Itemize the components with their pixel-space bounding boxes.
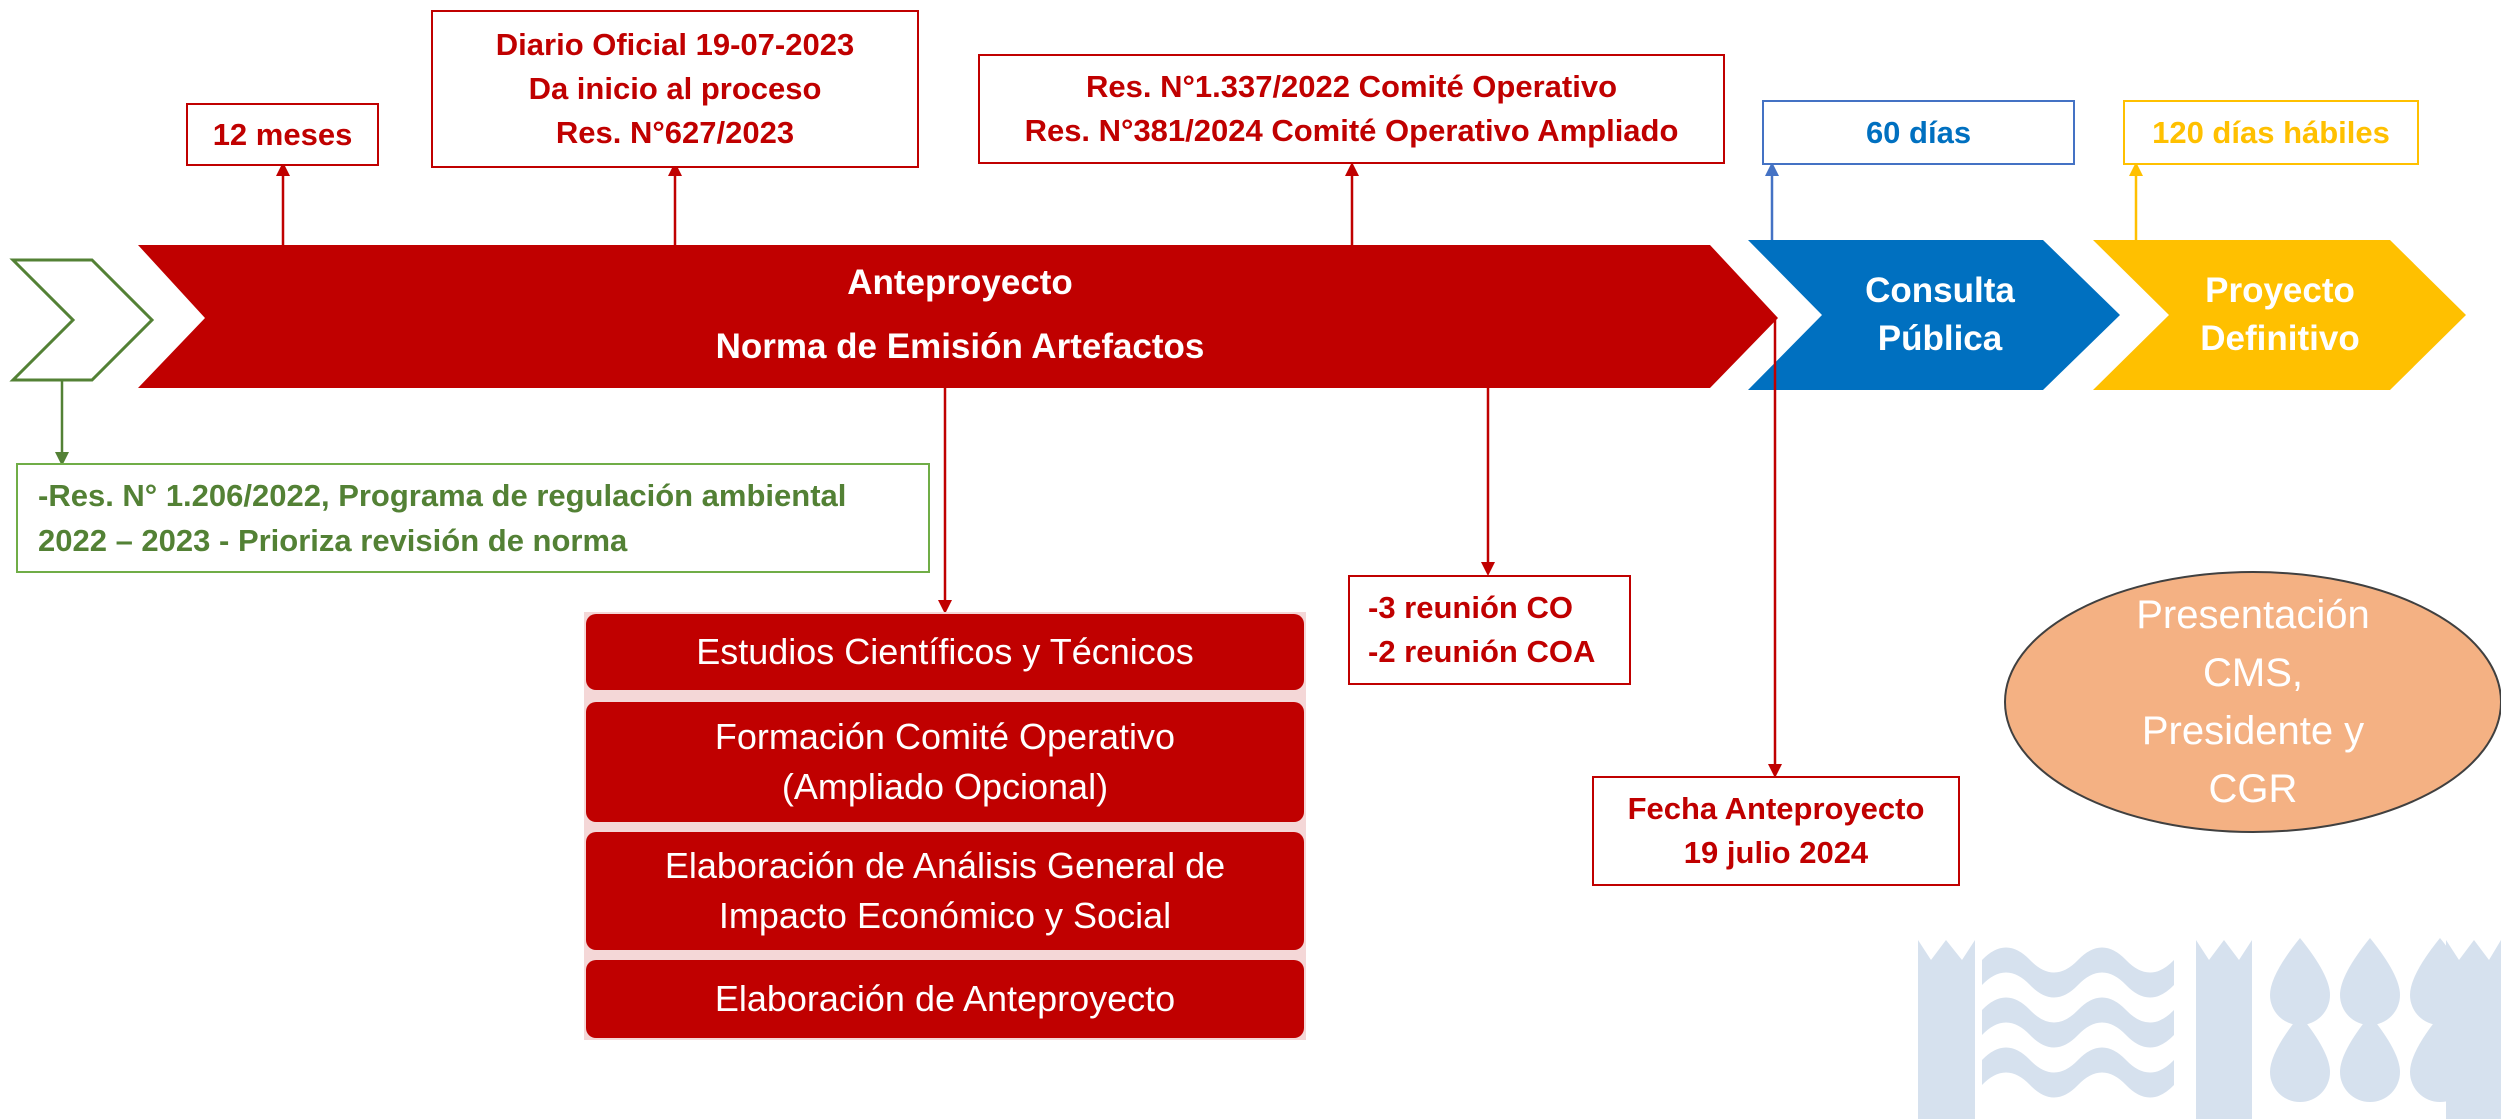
stack-item-analisis-line-2: Impacto Económico y Social (718, 895, 1172, 936)
ellipse-text: Presentación CMS, Presidente y CGR (2005, 572, 2501, 832)
proyecto-label: Proyecto Definitivo (2160, 255, 2400, 375)
anteproyecto-band (138, 245, 1778, 388)
fecha-line-2: 19 julio 2024 (1683, 835, 1869, 870)
programa-line-1: -Res. N° 1.206/2022, Programa de regulac… (38, 478, 847, 513)
stack-item-analisis: Elaboración de Análisis General de Impac… (586, 832, 1304, 950)
stack-item-estudios-text: Estudios Científicos y Técnicos (696, 631, 1194, 672)
diario-line-1: Diario Oficial 19-07-2023 (495, 27, 855, 62)
diario-line-3: Res. N°627/2023 (555, 115, 795, 150)
stack-item-formacion: Formación Comité Operativo (Ampliado Opc… (586, 702, 1304, 822)
consulta-line-2: Pública (1877, 319, 2003, 358)
proyecto-band (2093, 240, 2466, 390)
consulta-label: Consulta Pública (1820, 255, 2060, 375)
programa-line-2: 2022 – 2023 - Prioriza revisión de norma (38, 523, 628, 558)
logo-watermark (1918, 938, 2501, 1119)
proyecto-line-1: Proyecto (2205, 271, 2355, 310)
stack-item-elaboracion-text: Elaboración de Anteproyecto (714, 978, 1176, 1019)
res-comite-line-2: Res. N°381/2024 Comité Operativo Ampliad… (1024, 113, 1679, 148)
stack-item-formacion-line-2: (Ampliado Opcional) (781, 766, 1109, 807)
meses-text: 12 meses (212, 116, 353, 152)
anteproyecto-line-2: Norma de Emisión Artefactos (715, 327, 1205, 366)
proyecto-line-2: Definitivo (2200, 319, 2360, 358)
anteproyecto-label: Anteproyecto Norma de Emisión Artefactos (560, 250, 1360, 380)
start-chevron (9, 258, 155, 382)
fecha-line-1: Fecha Anteproyecto (1627, 791, 1925, 826)
ellipse-line-2: CMS, (2203, 651, 2303, 695)
stack-item-elaboracion: Elaboración de Anteproyecto (586, 960, 1304, 1038)
ellipse-line-1: Presentación (2136, 593, 2370, 637)
stack-item-estudios: Estudios Científicos y Técnicos (586, 614, 1304, 690)
consulta-band (1748, 240, 2120, 390)
stack-item-analisis-line-1: Elaboración de Análisis General de (664, 845, 1226, 886)
ellipse-line-4: CGR (2208, 767, 2298, 811)
diario-line-2: Da inicio al proceso (528, 71, 822, 106)
programa-box: -Res. N° 1.206/2022, Programa de regulac… (16, 463, 930, 573)
dias60-box: 60 días (1762, 100, 2075, 165)
dias60-text: 60 días (1865, 114, 1972, 150)
reuniones-line-1: -3 reunión CO (1368, 590, 1573, 625)
anteproyecto-line-1: Anteproyecto (847, 263, 1073, 302)
dias120-box: 120 días hábiles (2123, 100, 2419, 165)
fecha-anteproyecto-box: Fecha Anteproyecto 19 julio 2024 (1592, 776, 1960, 886)
res-comite-box: Res. N°1.337/2022 Comité Operativo Res. … (978, 54, 1725, 164)
ellipse-line-3: Presidente y (2141, 709, 2365, 753)
presentation-ellipse (2004, 571, 2501, 833)
res-comite-line-1: Res. N°1.337/2022 Comité Operativo (1085, 69, 1618, 104)
connector-lines (60, 170, 2138, 770)
reuniones-line-2: -2 reunión COA (1368, 634, 1596, 669)
consulta-line-1: Consulta (1865, 271, 2015, 310)
meses-box: 12 meses (186, 103, 379, 166)
dias120-text: 120 días hábiles (2152, 114, 2390, 150)
arrowheads (55, 162, 2143, 778)
stack-item-formacion-line-1: Formación Comité Operativo (714, 716, 1176, 757)
diario-oficial-box: Diario Oficial 19-07-2023 Da inicio al p… (431, 10, 919, 168)
reuniones-box: -3 reunión CO -2 reunión COA (1348, 575, 1631, 685)
